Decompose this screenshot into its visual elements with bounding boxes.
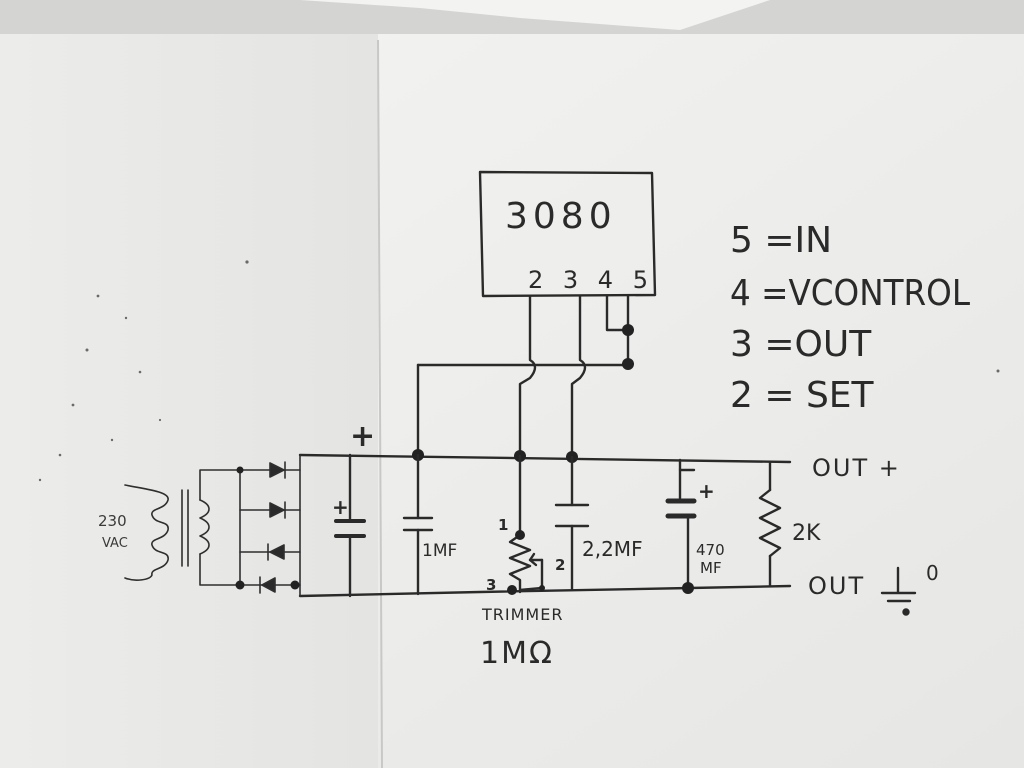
- plus-label-cap: +: [332, 495, 349, 519]
- capacitor-2-2uf-label: 2,2MF: [582, 537, 643, 561]
- resistor-2k-label: 2K: [792, 521, 821, 546]
- mains-vac-label: VAC: [102, 536, 128, 551]
- pin-legend: 5 =IN 4 =VCONTROL 3 =OUT 2 = SET: [730, 220, 970, 416]
- ic-3080: 3080 2 3 4 5: [478, 170, 657, 298]
- ground-symbol: [880, 566, 917, 616]
- trimmer-pin1: 1: [498, 516, 508, 534]
- capacitor-1uf: [402, 453, 434, 596]
- trimmer-label: TRIMMER: [481, 605, 563, 624]
- filter-capacitor: [334, 453, 366, 598]
- ic-leads: [416, 294, 630, 457]
- resistor-2k: [758, 460, 782, 588]
- top-paper-scrap: [300, 0, 770, 30]
- mains-voltage-label: 230: [98, 512, 127, 530]
- capacitor-2-2uf: [554, 455, 590, 591]
- capacitor-470uf-plus: +: [698, 479, 715, 503]
- out-plus-label: OUT +: [812, 454, 901, 482]
- capacitor-1uf-label: 1MF: [422, 541, 457, 561]
- legend-pin4: 4 =VCONTROL: [730, 273, 970, 314]
- capacitor-470uf-unit: MF: [700, 559, 722, 577]
- positive-rail: [298, 453, 792, 464]
- ground-rail: [298, 584, 792, 598]
- out-zero-label: OUT: [808, 572, 865, 600]
- legend-pin5: 5 =IN: [730, 220, 832, 261]
- left-paper-sheet: [0, 34, 378, 768]
- legend-pin3: 3 =OUT: [730, 324, 872, 365]
- ground-zero-label: 0: [926, 561, 939, 585]
- plus-label-top: +: [350, 419, 375, 454]
- trimmer-value: 1MΩ: [480, 636, 554, 671]
- sheet-edge: [377, 39, 383, 768]
- legend-pin2: 2 = SET: [730, 375, 875, 416]
- capacitor-470uf-value: 470: [696, 541, 725, 559]
- ic-pin-numbers: 2 3 4 5: [528, 266, 654, 294]
- transformer: [124, 469, 241, 586]
- capacitor-470uf: [665, 458, 697, 590]
- trimmer-pin3: 3: [486, 576, 496, 594]
- trimmer-pin2: 2: [555, 556, 565, 574]
- diode-bridge: [239, 454, 301, 597]
- pencil-specks: [38, 260, 1000, 482]
- ic-name: 3080: [505, 196, 617, 237]
